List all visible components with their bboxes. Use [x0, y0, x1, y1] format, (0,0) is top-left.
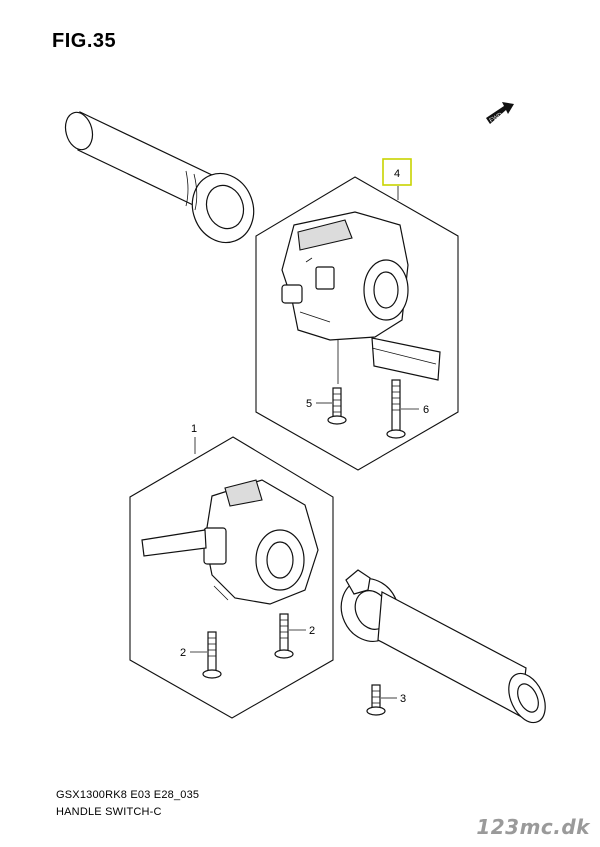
screw-3 [366, 684, 397, 716]
screw-2-lower [190, 631, 222, 679]
watermark: 123mc.dk [476, 815, 590, 839]
fwd-label: FWD [489, 112, 504, 124]
right-switch-frame [255, 176, 459, 471]
screw-2-upper [274, 613, 306, 659]
screw-5 [316, 387, 347, 425]
callout-2-lower-label: 2 [180, 647, 186, 659]
callout-3-label: 3 [400, 693, 406, 705]
callout-4-label: 4 [394, 168, 400, 180]
right-handle-switch [281, 211, 441, 384]
caption-model-code: GSX1300RK8 E03 E28_035 [56, 789, 200, 801]
screw-6 [386, 379, 419, 439]
callout-2-upper-label: 2 [309, 625, 315, 637]
callout-4-highlight [382, 158, 412, 186]
left-handle-switch [141, 479, 319, 605]
fwd-arrow-icon: FWD [486, 102, 514, 124]
caption-part-name: HANDLE SWITCH-C [56, 806, 162, 818]
left-grip [64, 111, 255, 244]
callout-5-label: 5 [306, 398, 312, 410]
left-switch-frame [129, 436, 334, 719]
callout-6-label: 6 [423, 404, 429, 416]
callout-1-label: 1 [191, 423, 197, 435]
figure-title: FIG.35 [52, 30, 117, 52]
right-grip [340, 569, 546, 724]
